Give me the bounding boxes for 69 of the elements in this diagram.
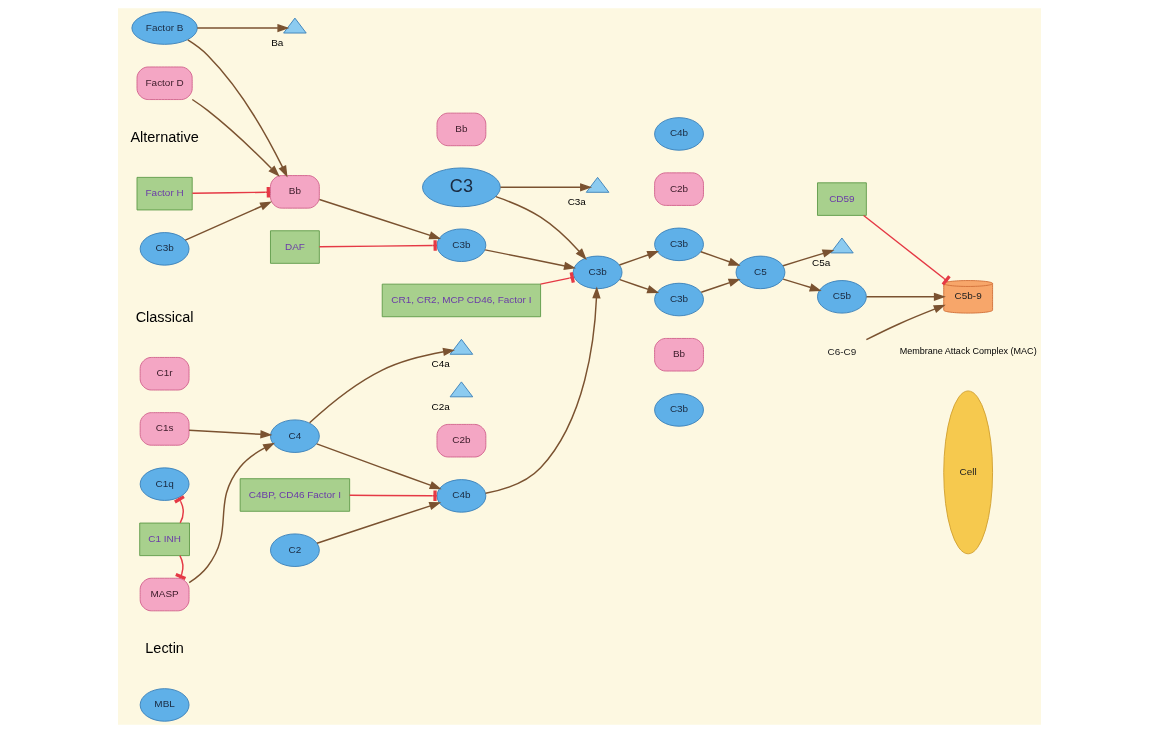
arrow xyxy=(187,442,275,584)
arrow xyxy=(618,251,659,266)
node-box: MASP xyxy=(139,577,189,612)
node-ellipse: C3b xyxy=(436,228,486,262)
node-ellipse: C3b xyxy=(653,227,704,262)
node-box: DAF xyxy=(269,230,320,264)
arrow xyxy=(484,286,601,494)
arrow xyxy=(187,429,272,439)
node-ellipse: C5 xyxy=(735,255,785,290)
node-label: C5a xyxy=(811,256,830,268)
arrow xyxy=(186,39,288,178)
node-label: C4a xyxy=(430,358,450,370)
node-ellipse: C4 xyxy=(269,419,320,453)
arrow xyxy=(318,198,441,240)
node-label: C2a xyxy=(430,400,450,412)
connector xyxy=(539,272,575,285)
node-label: Membrane Attack Complex (MAC) xyxy=(899,346,1037,357)
label: Alternative xyxy=(129,128,199,145)
node-box: Factor D xyxy=(136,66,193,100)
node-box: Bb xyxy=(653,338,704,372)
node-label: Ba xyxy=(270,36,283,48)
node-triangle xyxy=(449,338,473,355)
arrow xyxy=(699,250,741,266)
node-triangle xyxy=(282,17,307,34)
node-ellipse: C2 xyxy=(269,533,320,567)
arrow xyxy=(196,23,289,33)
arrow xyxy=(865,304,946,341)
node-box: C4BP, CD46 Factor I xyxy=(239,478,350,512)
node-ellipse: Factor B xyxy=(130,11,198,45)
label: Classical xyxy=(135,308,194,325)
label: Lectin xyxy=(144,640,184,657)
node-label: C3a xyxy=(567,196,586,208)
arrow xyxy=(308,347,455,424)
node-box: Bb xyxy=(436,112,486,147)
node-triangle xyxy=(829,237,854,254)
node-box: C2b xyxy=(436,423,486,458)
node-box: Factor H xyxy=(136,176,193,211)
node-box: C1s xyxy=(139,412,189,446)
node-triangle xyxy=(449,381,473,398)
node-ellipse: C5b xyxy=(816,280,867,314)
arrow xyxy=(700,278,741,293)
arrow xyxy=(191,98,280,177)
arrow xyxy=(781,249,834,267)
arrow xyxy=(184,201,272,241)
node-box: C1r xyxy=(139,357,189,391)
arrow xyxy=(499,183,592,192)
node-ellipse: C3b xyxy=(653,393,704,427)
arrow xyxy=(865,292,946,301)
node-ellipse: C3 xyxy=(421,167,501,208)
node-ellipse: C4b xyxy=(436,479,486,513)
arrow xyxy=(494,195,587,260)
node-ellipse: Cell xyxy=(942,390,993,555)
arrow xyxy=(483,249,576,270)
node-box: Bb xyxy=(269,175,320,209)
arrow xyxy=(618,278,659,294)
arrow xyxy=(315,443,442,490)
node-ellipse: C3b xyxy=(572,255,622,290)
arrow xyxy=(781,278,822,292)
node-box: C2b xyxy=(653,172,704,206)
node-box: CR1, CR2, MCP CD46, Factor I xyxy=(381,283,541,318)
arrow xyxy=(315,502,441,544)
node-text: C6-C9 xyxy=(827,345,856,357)
node-box: CD59 xyxy=(816,182,867,216)
node-triangle xyxy=(585,176,609,193)
node-box: C1 INH xyxy=(138,522,190,557)
node-ellipse: C3b xyxy=(653,282,704,317)
node-ellipse: C3b xyxy=(139,232,189,266)
node-ellipse: MBL xyxy=(139,688,189,722)
node-ellipse: C4b xyxy=(653,117,704,151)
